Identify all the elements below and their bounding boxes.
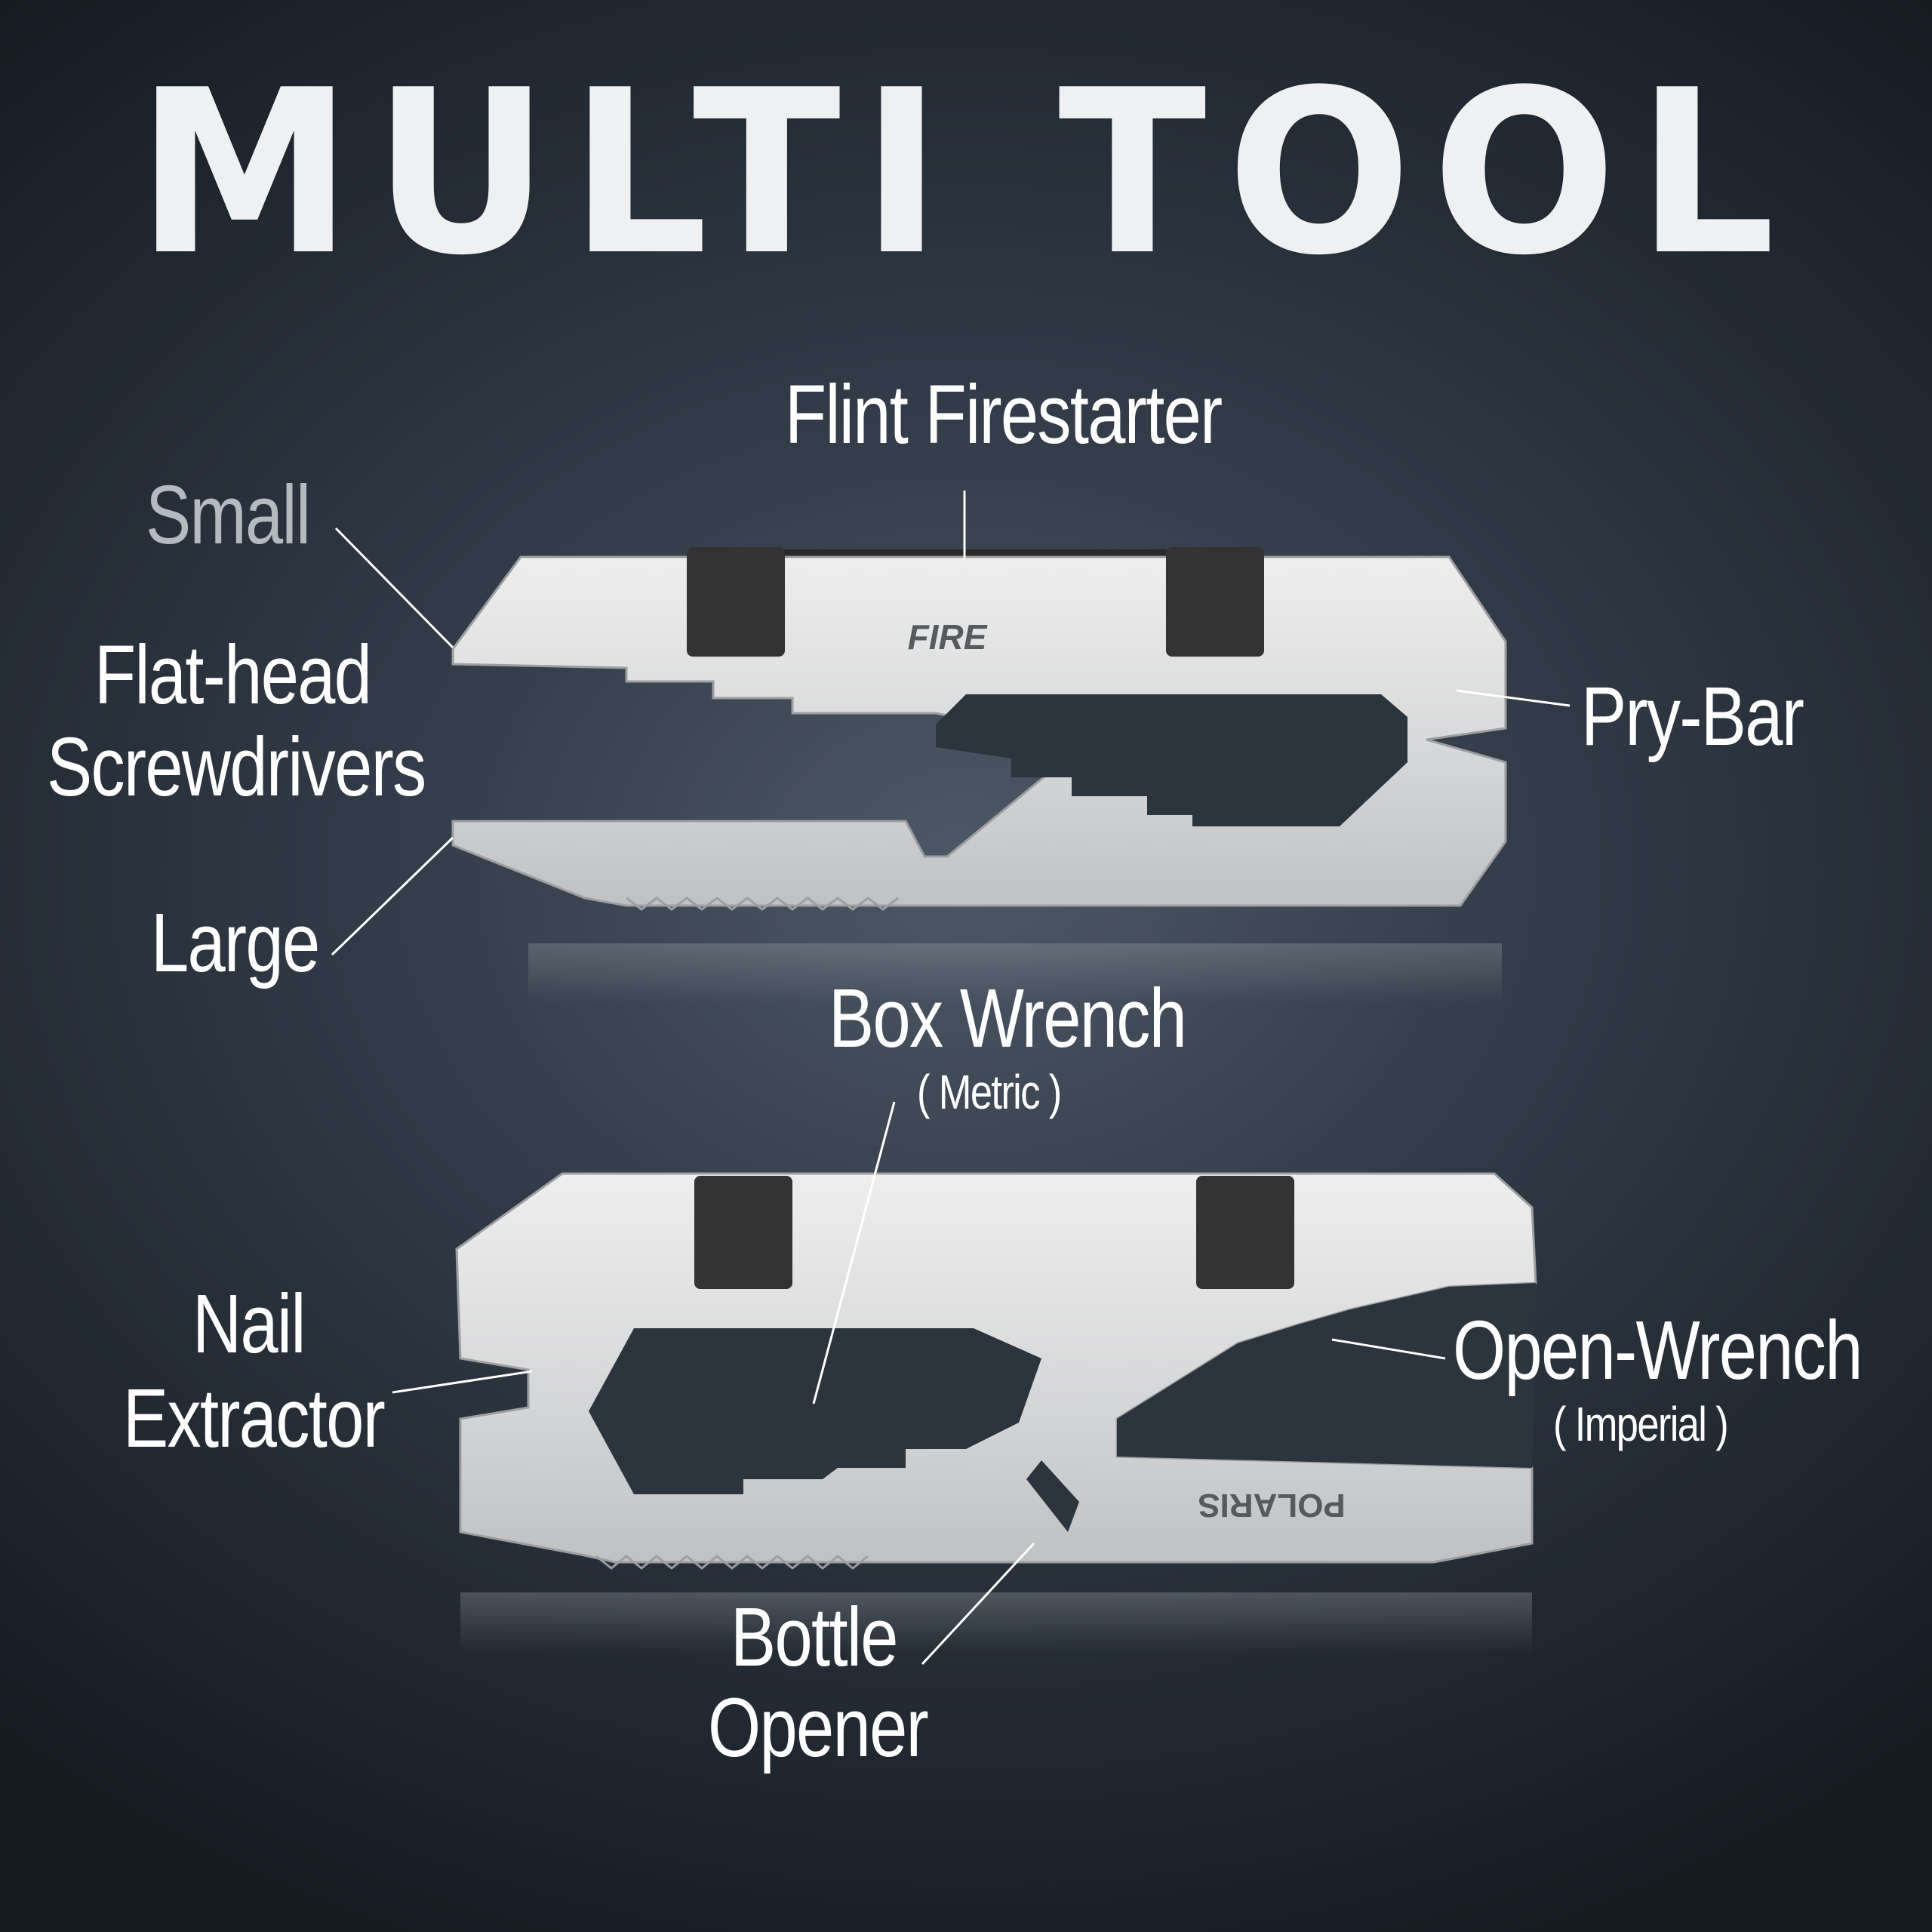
bottom-tool-serration (595, 1555, 869, 1570)
label-open-wrench: Open-Wrench (1453, 1304, 1863, 1397)
bottom-tool-reflection (460, 1592, 1532, 1653)
label-small: Small (146, 469, 311, 561)
bottle-leader (921, 1542, 1035, 1666)
open-wrench-gap (1117, 1283, 1536, 1468)
leader-lines (331, 491, 1571, 1666)
label-box-wrench: Box Wrench (829, 972, 1187, 1065)
page-title: MULTI TOOL (136, 42, 1796, 305)
pry-bar-leader (1456, 689, 1571, 707)
top-left-block (687, 547, 785, 657)
top-tool-reflection (528, 943, 1502, 1004)
bottom-left-block (694, 1176, 792, 1289)
label-flint-firestarter: Flint Firestarter (785, 368, 1223, 461)
bottom-tool-engraving: POLARIS (1198, 1487, 1346, 1524)
nail-leader (392, 1370, 533, 1394)
label-flat-head: Flat-head (94, 629, 372, 721)
top-tool-engraving: FIRE (908, 617, 988, 657)
top-right-block (1166, 547, 1264, 657)
top-tool-serration (626, 897, 899, 911)
label-nail: Nail (192, 1278, 306, 1371)
top-box-wrench-cutout (936, 694, 1407, 826)
top-tool: FIRE (451, 547, 1507, 1004)
label-pry-bar: Pry-Bar (1581, 670, 1804, 763)
label-open-wrench-sub: ( Imperial ) (1553, 1397, 1729, 1451)
large-leader (331, 836, 454, 956)
open-wrench-leader (1331, 1338, 1446, 1360)
bottom-right-block (1196, 1176, 1294, 1289)
bottle-opener-notch (1026, 1460, 1079, 1532)
label-box-wrench-sub: ( Metric ) (917, 1065, 1062, 1119)
label-large: Large (151, 897, 320, 989)
box-wrench-leader (812, 1101, 896, 1404)
label-extractor: Extractor (123, 1372, 386, 1465)
label-screwdrivers: Screwdrivers (47, 721, 426, 814)
small-leader (334, 527, 454, 649)
bottom-box-wrench-cutout (589, 1328, 1041, 1494)
bottom-tool: POLARIS (455, 1172, 1537, 1653)
label-bottle: Bottle (731, 1591, 898, 1684)
label-opener: Opener (708, 1681, 929, 1774)
